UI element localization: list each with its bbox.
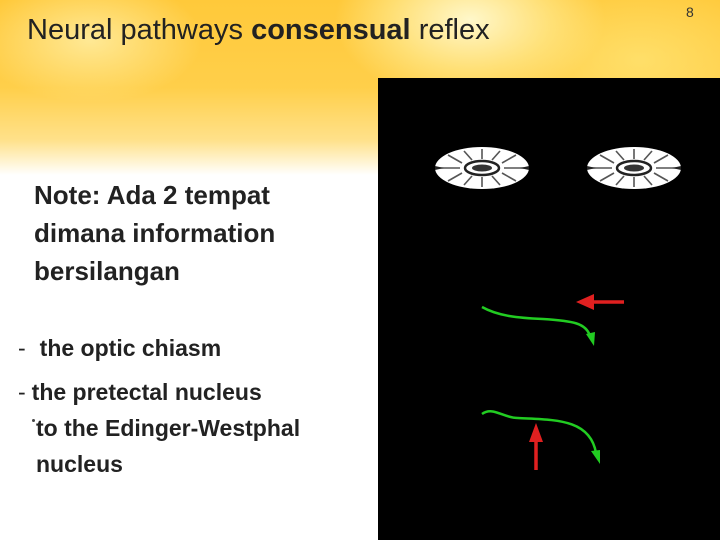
pathway-diagram-svg [435,147,681,470]
red-vertical-arrow [529,423,543,470]
left-eye-icon [435,147,529,189]
page-number: 8 [686,4,694,20]
bullet-text-line1: the pretectal nucleus [31,379,262,405]
right-eye-icon [587,147,681,189]
bullet-text-line2: to the Edinger-Westphal nucleus [36,415,301,477]
note-text: Note: Ada 2 tempat dimana information be… [34,180,276,286]
title-prefix: Neural pathways [27,14,243,46]
bullet-text: the optic chiasm [39,335,222,361]
bullet-pretectal-nucleus: -the pretectal nucleus to the Edinger-We… [18,374,358,482]
title-bold-word: consensual [251,14,411,46]
red-horizontal-arrow [576,294,624,310]
stray-dot [32,419,35,422]
title-suffix: reflex [418,14,490,46]
slide-title: Neural pathways consensual reflex [27,14,490,47]
bullet-optic-chiasm: -the optic chiasm [18,330,221,366]
lower-pathway-arrow [481,410,600,464]
bullet-dash: - [18,335,26,361]
bullet-dash: - [18,379,26,405]
upper-pathway-arrow [481,305,595,346]
pathway-diagram [378,78,720,540]
